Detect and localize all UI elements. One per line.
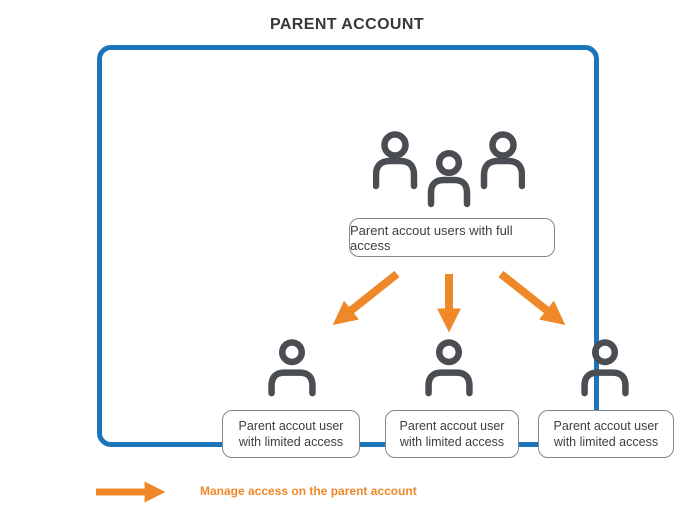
limited-access-line2: with limited access [553, 435, 659, 449]
user-icon-svg [425, 339, 473, 397]
manage-access-arrow-icon [93, 481, 177, 503]
flow-arrows [289, 268, 609, 340]
limited-access-line2: with limited access [399, 435, 505, 449]
limited-access-label: Parent accout user with limited access [385, 410, 519, 458]
user-icon [266, 339, 318, 397]
user-icon [579, 339, 631, 397]
limited-access-line2: with limited access [238, 435, 344, 449]
users-group-icon-svg [373, 131, 525, 208]
arrow-down-left-icon [332, 270, 400, 325]
user-icon [423, 339, 475, 397]
full-access-label-text: Parent accout users with full access [350, 222, 513, 253]
users-group-icon [373, 130, 525, 208]
parent-account-panel: Parent accout users with full access [97, 45, 674, 458]
limited-access-line1: Parent accout user [553, 418, 659, 433]
page-title: PARENT ACCOUNT [269, 16, 425, 33]
right-arrow-icon-svg [96, 481, 166, 503]
limited-access-line1: Parent accout user [238, 418, 344, 433]
user-icon-svg [268, 339, 316, 397]
legend-label: Manage access on the parent account [200, 484, 417, 498]
limited-access-label: Parent accout user with limited access [538, 410, 674, 458]
limited-access-label: Parent accout user with limited access [222, 410, 360, 458]
user-icon-svg [581, 339, 629, 397]
full-access-label: Parent accout users with full access [349, 218, 555, 257]
arrow-down-right-icon [498, 270, 566, 325]
legend: Manage access on the parent account [0, 478, 694, 508]
limited-access-line1: Parent accout user [399, 418, 505, 433]
down-arrow-icons-svg [332, 270, 566, 333]
